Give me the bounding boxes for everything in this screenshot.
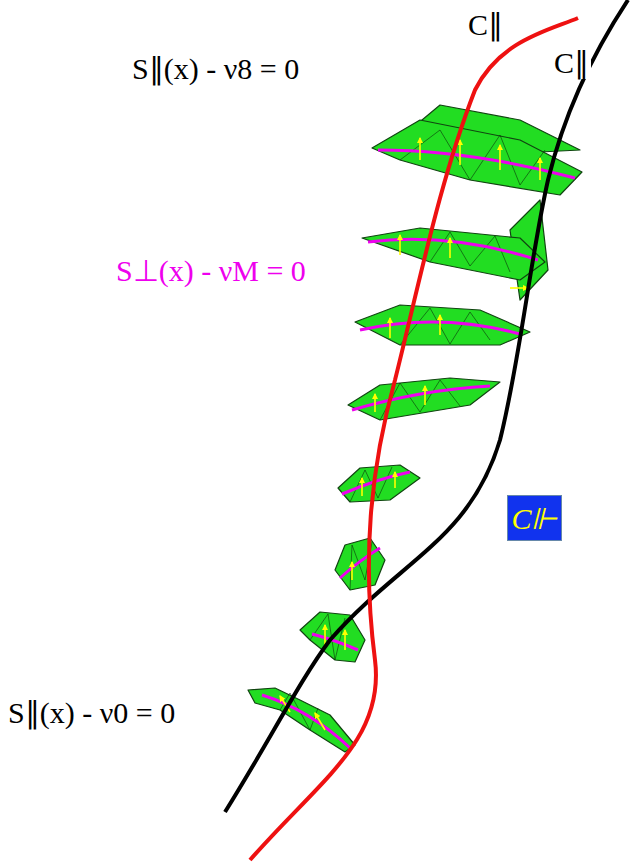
surface-equation: S∥(x) - ν8 = 0: [130, 52, 301, 85]
black-curve: [225, 0, 628, 812]
surface-equation: S∥(x) - ν0 = 0: [6, 696, 177, 729]
red-curve: [250, 18, 578, 860]
curve-symbol: C⊩: [511, 502, 557, 535]
curve-name: C∥: [466, 8, 505, 41]
curve-name: C∥: [552, 46, 591, 79]
magenta-level-curves: [262, 150, 575, 748]
symbol-box: C⊩: [507, 495, 562, 541]
surface-equation: S⊥(x) - νM = 0: [114, 254, 308, 287]
mesh-lines: [280, 130, 545, 730]
leaf-surfaces: [248, 105, 582, 752]
